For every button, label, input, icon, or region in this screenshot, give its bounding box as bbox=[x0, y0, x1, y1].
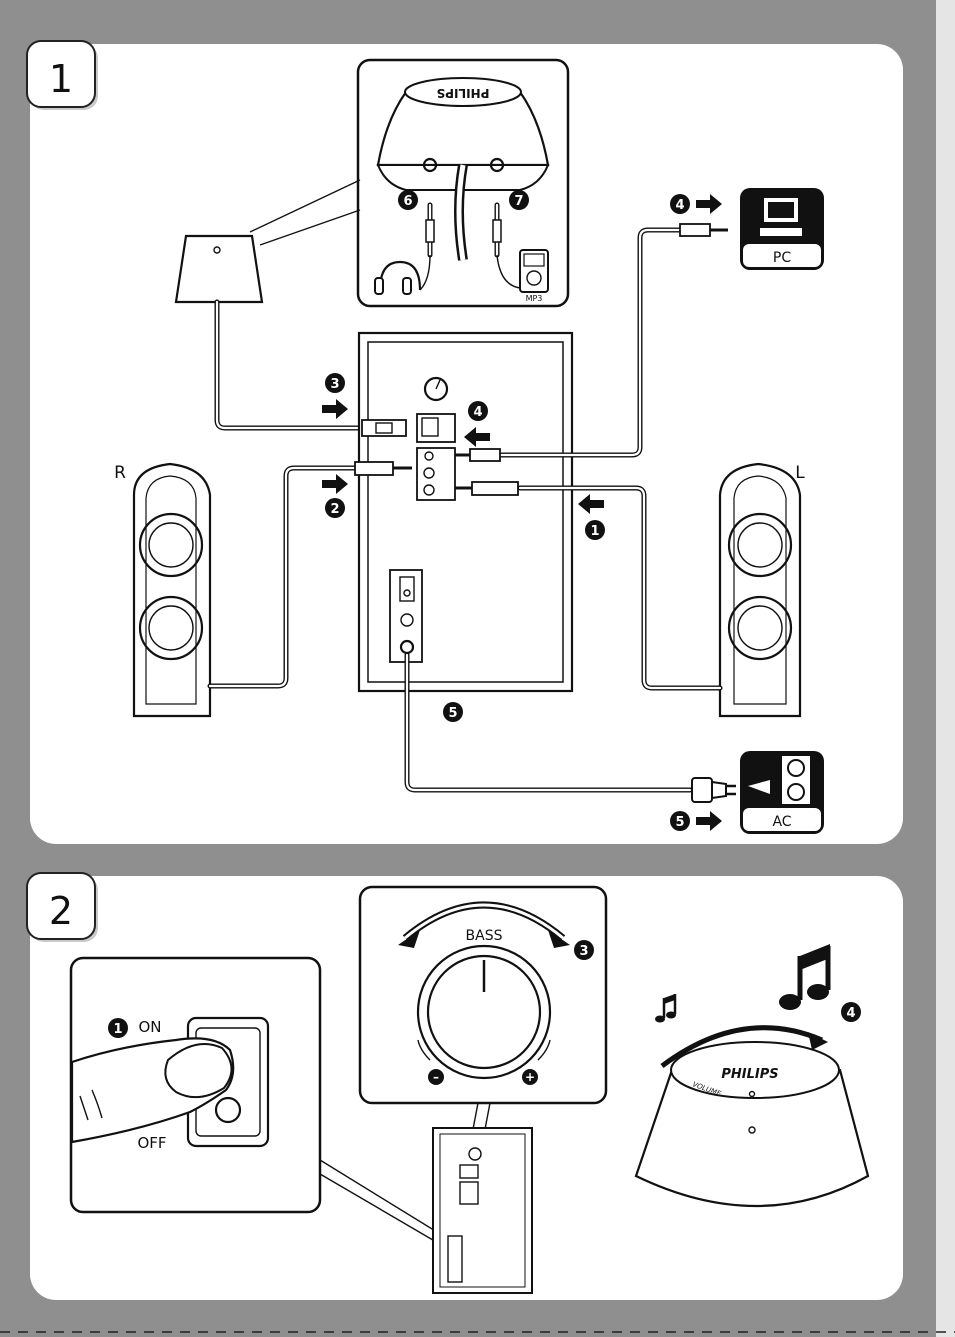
svg-text:4: 4 bbox=[473, 405, 482, 420]
callout-4-port: 4 bbox=[468, 401, 488, 421]
audio-input-ports bbox=[417, 448, 455, 500]
svg-text:3: 3 bbox=[330, 377, 339, 392]
svg-text:1: 1 bbox=[590, 524, 599, 539]
pc-label: PC bbox=[773, 250, 791, 266]
step-badge-2: 2 bbox=[27, 873, 98, 942]
svg-text:5: 5 bbox=[448, 706, 457, 721]
svg-text:1: 1 bbox=[113, 1022, 122, 1037]
brand-mirrored-label: PHILIPS bbox=[437, 86, 490, 100]
bass-label: BASS bbox=[466, 928, 503, 944]
minus-label: – bbox=[433, 1070, 439, 1084]
off-label: OFF bbox=[137, 1134, 166, 1152]
svg-text:5: 5 bbox=[675, 815, 684, 830]
callout-4-music: 4 bbox=[841, 1002, 861, 1022]
callout-5-ac: 5 bbox=[670, 811, 690, 831]
ac-outlet-icon: AC bbox=[740, 751, 824, 834]
svg-text:2: 2 bbox=[330, 502, 339, 517]
callout-4-pc: 4 bbox=[670, 194, 690, 214]
right-speaker-label: R bbox=[114, 463, 126, 483]
ac-label: AC bbox=[772, 814, 791, 830]
left-speaker-label: L bbox=[795, 463, 805, 483]
power-panel bbox=[390, 570, 422, 662]
right-margin-strip bbox=[936, 0, 955, 1337]
left-speaker: L bbox=[720, 463, 805, 716]
svg-text:4: 4 bbox=[675, 198, 684, 213]
control-pod-inset: PHILIPS MP3 6 7 bbox=[358, 60, 568, 306]
mp3-label: MP3 bbox=[526, 294, 543, 303]
callout-7: 7 bbox=[509, 190, 529, 210]
brand-label: PHILIPS bbox=[721, 1067, 778, 1082]
subwoofer-back-small bbox=[433, 1128, 532, 1293]
plus-label: + bbox=[525, 1070, 535, 1084]
subwoofer-back-panel bbox=[359, 333, 572, 691]
callout-1-switch: 1 bbox=[108, 1018, 128, 1038]
on-label: ON bbox=[138, 1018, 161, 1036]
callout-3: 3 bbox=[325, 373, 345, 393]
step-badge-1: 1 bbox=[27, 41, 98, 110]
callout-1: 1 bbox=[585, 520, 605, 540]
callout-3-bass: 3 bbox=[574, 940, 594, 960]
svg-text:6: 6 bbox=[403, 194, 412, 209]
step-number-2: 2 bbox=[49, 889, 73, 933]
step-number-1: 1 bbox=[49, 57, 73, 101]
control-cable-plug bbox=[362, 420, 406, 436]
svg-text:3: 3 bbox=[579, 944, 588, 959]
callout-2: 2 bbox=[325, 498, 345, 518]
pc-icon: PC bbox=[740, 188, 824, 270]
svg-text:7: 7 bbox=[514, 194, 523, 209]
svg-text:4: 4 bbox=[846, 1006, 855, 1021]
callout-5-cable: 5 bbox=[443, 702, 463, 722]
callout-6: 6 bbox=[398, 190, 418, 210]
